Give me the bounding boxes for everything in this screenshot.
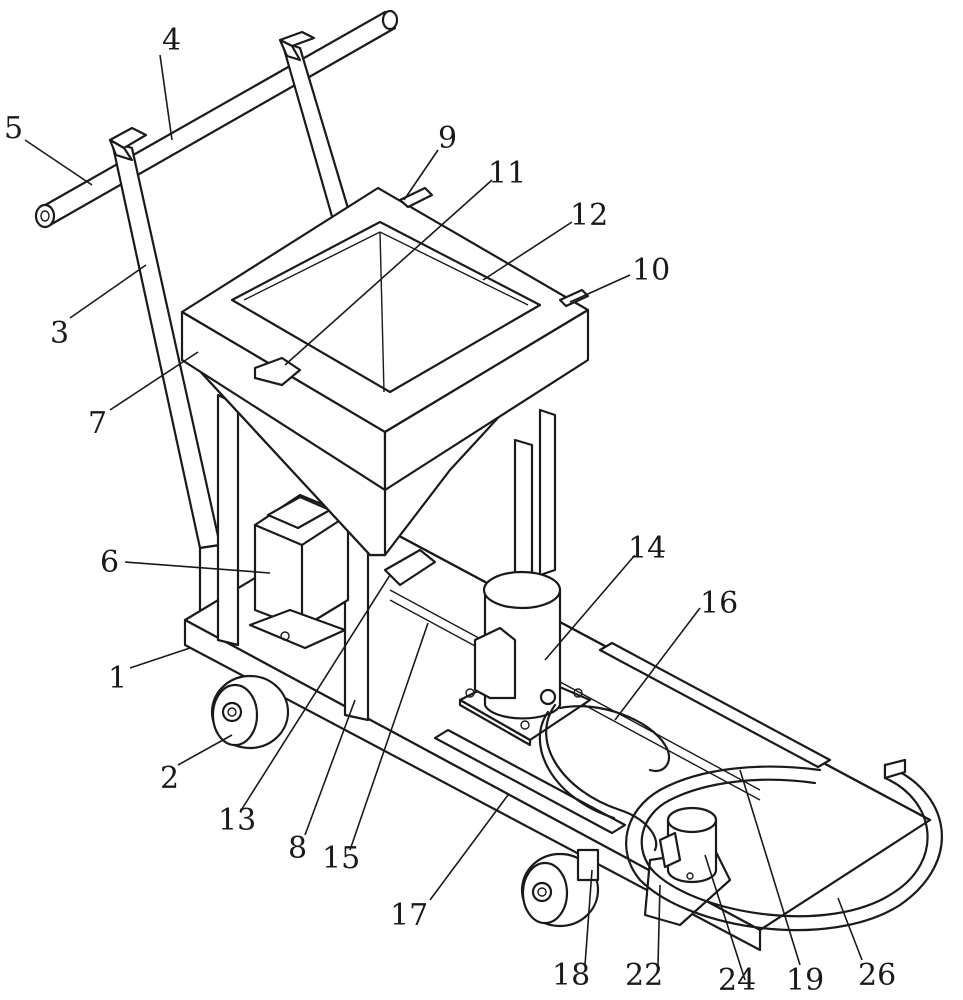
label-5: 5 xyxy=(4,111,23,146)
label-11: 11 xyxy=(488,156,526,191)
label-3: 3 xyxy=(50,316,69,351)
rail-17 xyxy=(433,728,627,835)
label-2: 2 xyxy=(160,761,179,796)
label-18: 18 xyxy=(552,958,590,993)
label-24: 24 xyxy=(718,963,756,998)
wheel-front-left xyxy=(210,674,290,750)
hose xyxy=(545,703,658,852)
label-9: 9 xyxy=(438,121,457,156)
label-4: 4 xyxy=(162,23,181,58)
label-1: 1 xyxy=(108,661,127,696)
wheel-bracket-18 xyxy=(576,848,600,882)
label-14: 14 xyxy=(628,531,666,566)
label-16: 16 xyxy=(700,586,738,621)
rail-right xyxy=(598,641,832,769)
base-front xyxy=(183,618,762,952)
latch-9 xyxy=(398,186,434,209)
ring-outer xyxy=(625,763,943,932)
reference-labels: 4 5 3 7 6 1 2 13 8 15 9 11 12 10 14 16 1… xyxy=(4,23,896,998)
label-19: 19 xyxy=(786,963,824,998)
pump-junction-box xyxy=(473,626,517,700)
label-6: 6 xyxy=(100,545,119,580)
handle-tube-end xyxy=(34,203,56,229)
label-15: 15 xyxy=(322,841,360,876)
latch-11 xyxy=(253,356,302,387)
label-13: 13 xyxy=(218,803,256,838)
battery-box xyxy=(248,493,350,650)
label-22: 22 xyxy=(625,958,663,993)
label-17: 17 xyxy=(390,898,428,933)
latch-10 xyxy=(558,288,590,308)
pump-motor xyxy=(458,570,592,747)
label-26: 26 xyxy=(858,958,896,993)
outlet-plate xyxy=(383,548,437,587)
label-10: 10 xyxy=(632,253,670,288)
label-12: 12 xyxy=(570,198,608,233)
label-8: 8 xyxy=(288,831,307,866)
hopper xyxy=(180,186,590,587)
label-7: 7 xyxy=(88,406,107,441)
hopper-opening xyxy=(230,220,542,394)
leader-lines xyxy=(24,54,863,981)
spreader-ring xyxy=(625,758,943,932)
